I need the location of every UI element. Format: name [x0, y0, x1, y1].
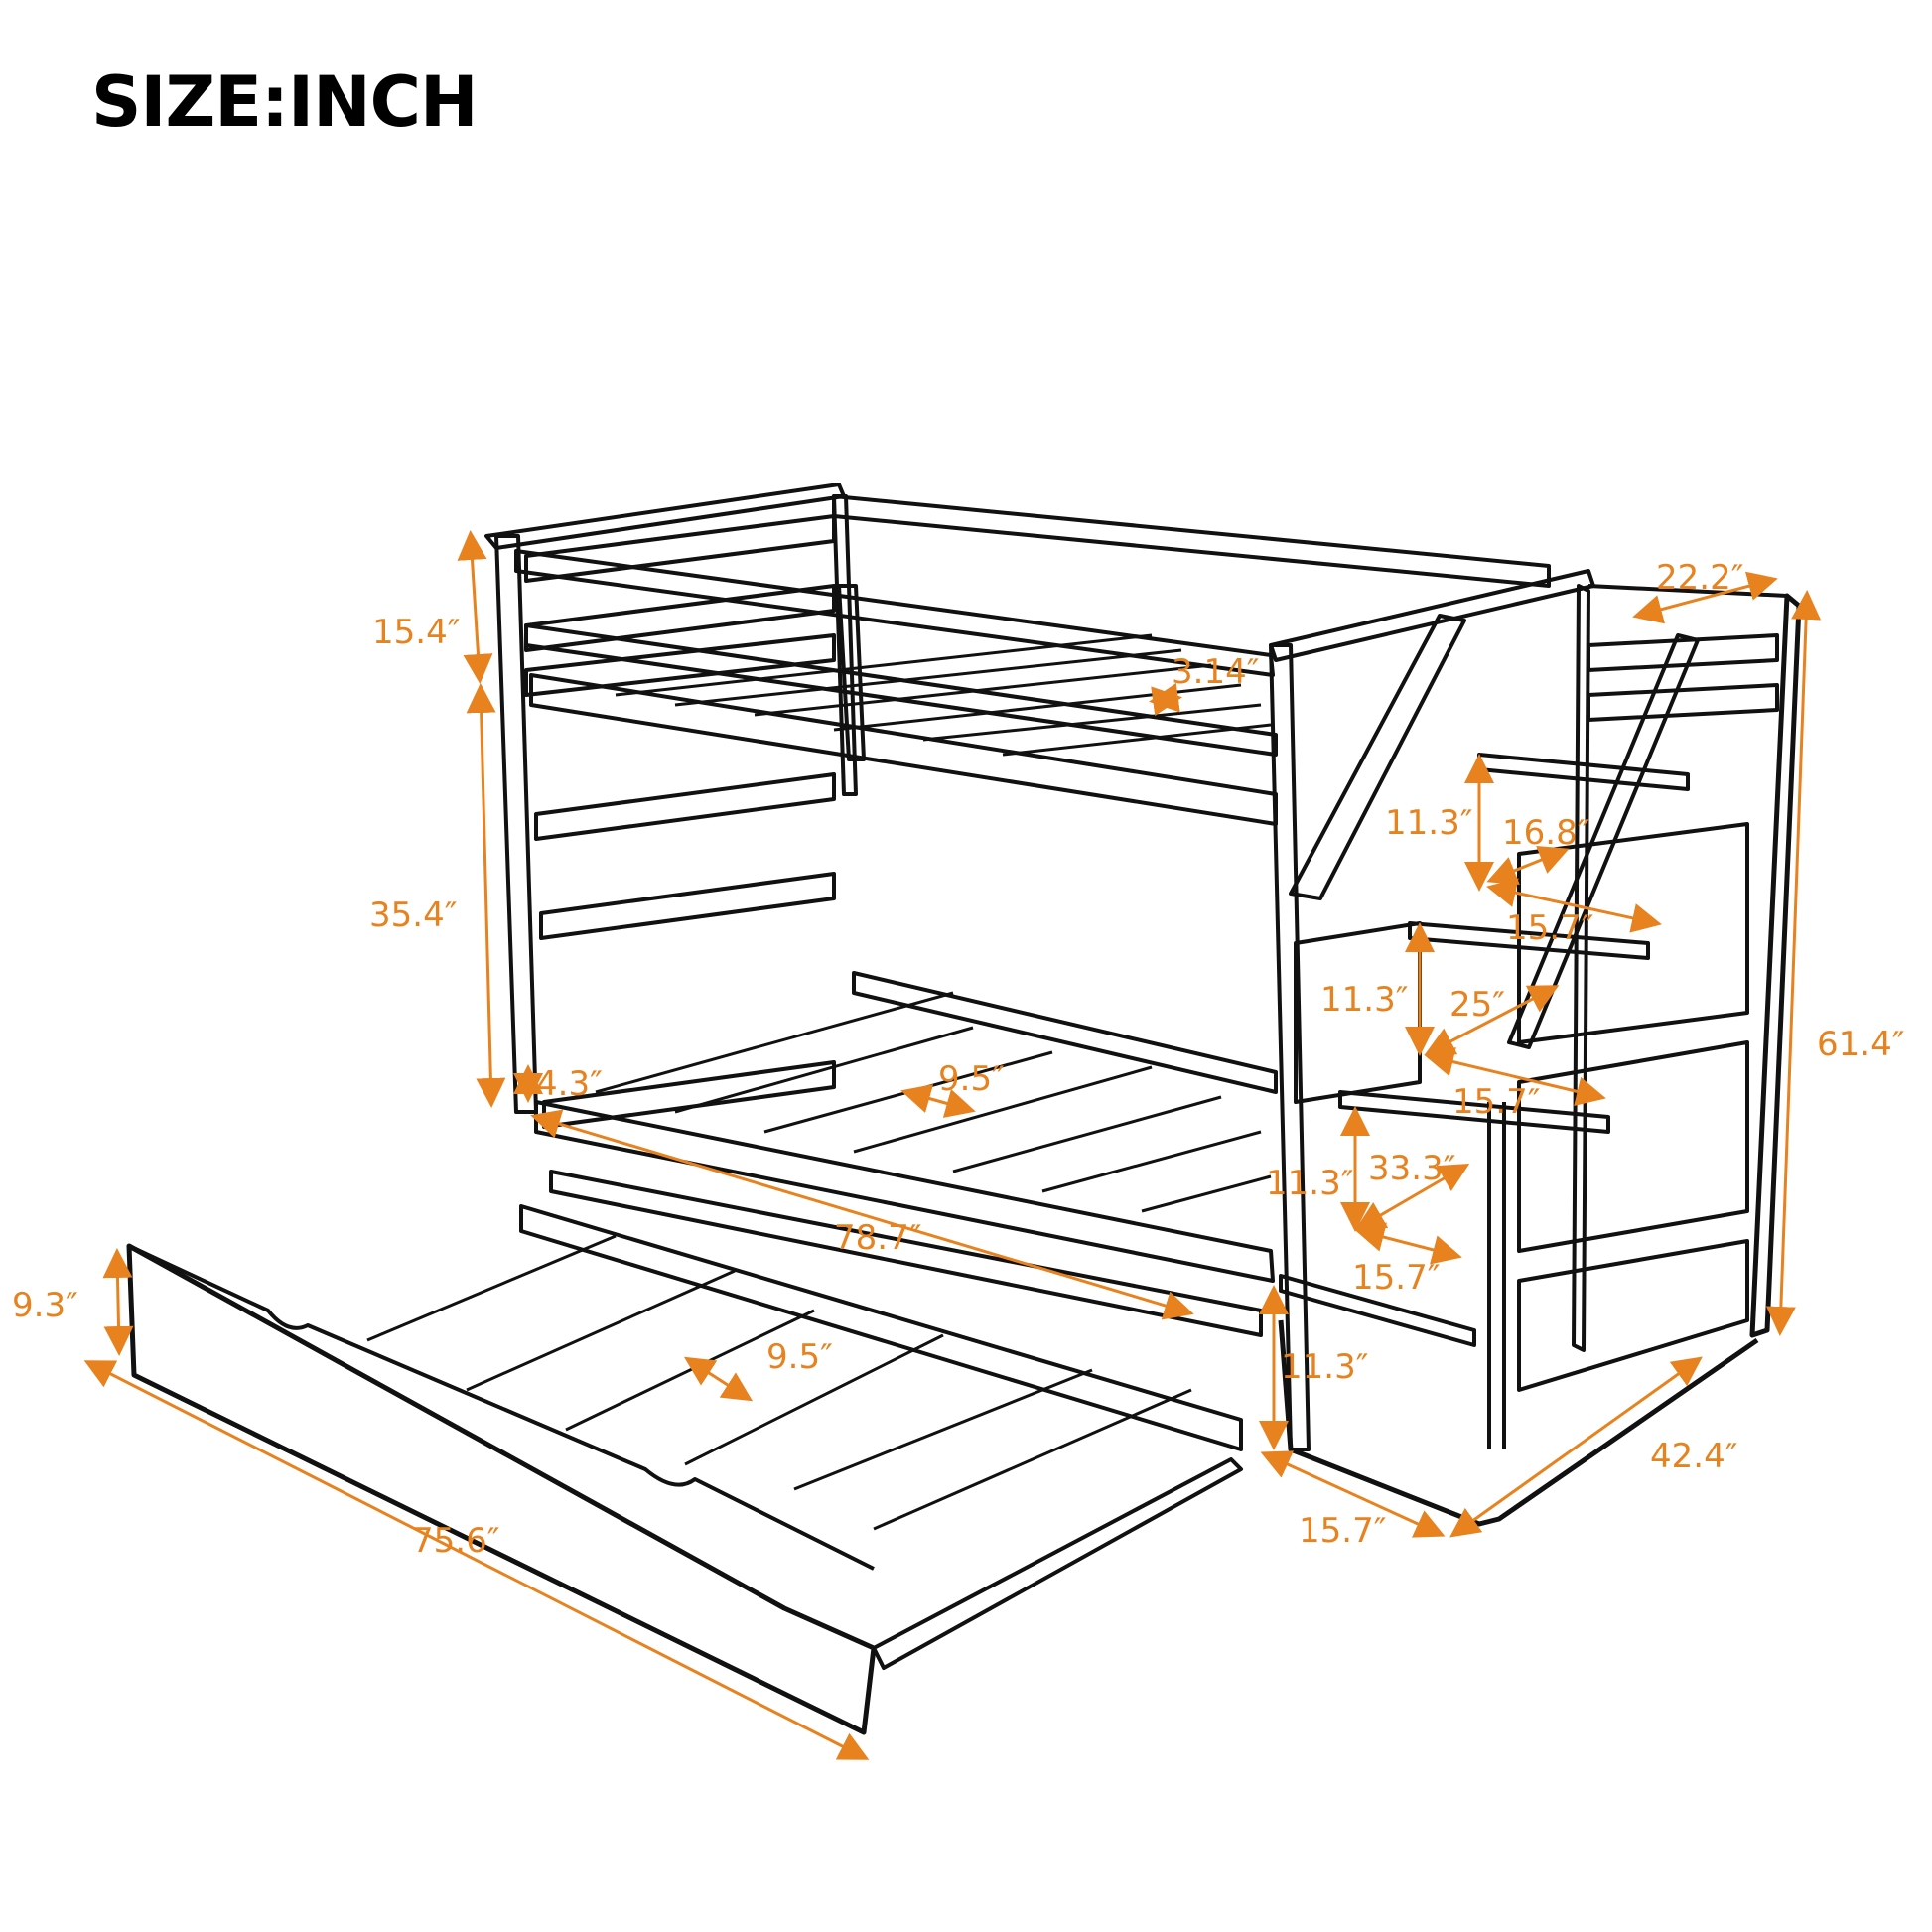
- dim-top-guardrail-height: 15.4″: [372, 613, 461, 652]
- dim-bed-length: 78.7″: [834, 1218, 922, 1258]
- dim-stair-riser-1: 11.3″: [1385, 803, 1473, 843]
- dim-stair-riser-4: 11.3″: [1281, 1347, 1369, 1387]
- dimension-lines: [83, 530, 1822, 1760]
- front-left-post: [494, 534, 538, 1114]
- dim-lower-rail-height: 4.3″: [536, 1064, 603, 1104]
- dim-stair-top-width: 22.2″: [1656, 558, 1744, 598]
- front-right-post: [1269, 643, 1311, 1451]
- dim-stair-diag-1: 16.8″: [1502, 813, 1590, 853]
- dim-stair-tread-2: 15.7″: [1452, 1082, 1541, 1122]
- dim-stair-base-width: 15.7″: [1299, 1511, 1387, 1551]
- dim-trundle-slat-gap: 9.5″: [766, 1337, 833, 1377]
- dim-upper-slat-gap: 3.14″: [1172, 652, 1260, 692]
- dim-overall-height: 61.4″: [1817, 1025, 1905, 1064]
- page-title: SIZE:INCH: [91, 62, 479, 143]
- back-left-post: [832, 494, 858, 796]
- dim-stair-tread-3: 15.7″: [1352, 1258, 1441, 1298]
- dim-stair-diag-3: 33.3″: [1368, 1149, 1456, 1188]
- dim-stair-riser-3: 11.3″: [1266, 1164, 1354, 1203]
- dim-stair-tread-1: 15.7″: [1506, 908, 1594, 948]
- dim-trundle-height: 9.3″: [12, 1286, 78, 1325]
- dim-stair-diag-2: 25″: [1449, 985, 1505, 1025]
- dim-upper-bunk-clearance: 35.4″: [369, 896, 458, 935]
- dim-stair-riser-2: 11.3″: [1320, 980, 1409, 1020]
- dim-overall-depth: 42.4″: [1650, 1437, 1738, 1476]
- dim-trundle-length: 75.6″: [412, 1521, 500, 1561]
- dim-lower-slat-gap: 9.5″: [938, 1059, 1005, 1099]
